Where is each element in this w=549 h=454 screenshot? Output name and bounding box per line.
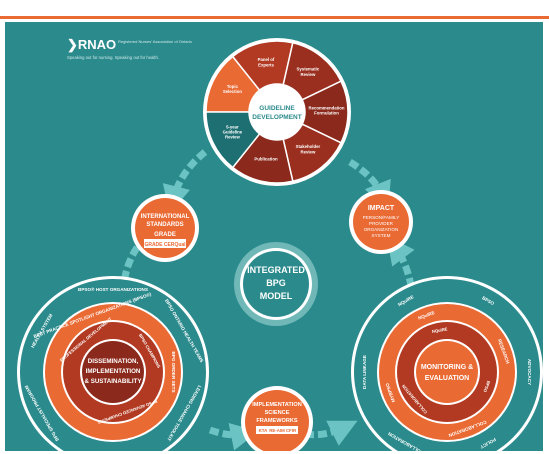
monitoring-inner-label: NQuIRE <box>431 326 448 334</box>
monitoring-outer-label: BPSO <box>481 295 495 306</box>
international-standards-node: INTERNATIONAL STANDARDS GRADE GRADE CERQ… <box>131 194 199 262</box>
monitoring-middle-label: MYBPSO <box>384 382 396 403</box>
implementation-line2: SCIENCE <box>265 410 290 416</box>
guideline-segment <box>231 132 294 184</box>
guideline-segment <box>231 40 294 92</box>
standards-grade-badge <box>144 239 186 248</box>
logo-tagline: Speaking out for nursing. Speaking out f… <box>67 55 159 60</box>
top-bar <box>0 0 549 20</box>
standards-fill <box>135 198 195 258</box>
monitoring-middle-label: NQuIRE <box>417 310 435 321</box>
impact-title: IMPACT <box>368 205 395 212</box>
impact-line-1: PERSON/FAMILY <box>363 215 400 220</box>
implementation-tag3: CFIR <box>286 428 297 433</box>
monitoring-core <box>416 341 478 403</box>
arrow-dissemination-to-implementation <box>208 423 259 451</box>
orange-divider <box>0 16 549 19</box>
impact-fill <box>353 194 409 250</box>
dissemination-core-line1: DISSEMINATION, <box>88 358 139 365</box>
guideline-title-line1: GUIDELINE <box>259 105 295 112</box>
guideline-segment <box>301 80 349 144</box>
monitoring-outer-label: ADVOCACY <box>527 359 532 385</box>
bpg-model-diagram: ❯RNAO Registered Nurses' Association of … <box>17 37 543 451</box>
standards-line1: INTERNATIONAL <box>141 214 190 220</box>
logo-name: Registered Nurses' Association of Ontari… <box>118 39 193 44</box>
implementation-line1: IMPLEMENTATION <box>252 402 302 408</box>
center-line1: INTEGRATED <box>247 265 305 275</box>
guideline-segment <box>282 123 342 183</box>
integrated-bpg-center: INTEGRATED BPG MODEL <box>234 242 318 326</box>
monitoring-wheel: MONITORING & EVALUATION NQuIRE BPSO ADVOCA… <box>351 276 543 451</box>
dissemination-core-line2: IMPLEMENTATION <box>86 368 141 375</box>
logo-mark: ❯RNAO <box>67 37 116 53</box>
dissemination-core-line3: & SUSTAINABILITY <box>85 378 143 385</box>
center-line3: MODEL <box>260 291 293 301</box>
monitoring-core-line1: MONITORING & <box>421 364 473 371</box>
impact-line-3: ORGANIZATION <box>364 227 399 232</box>
center-fill <box>243 251 309 317</box>
impact-line-4: SYSTEM <box>372 233 391 238</box>
implementation-fill <box>245 390 309 451</box>
standards-line2: STANDARDS <box>146 222 183 228</box>
dissemination-wheel: DISSEMINATION, IMPLEMENTATION & SUSTAINA… <box>17 276 209 451</box>
center-line2: BPG <box>266 278 286 288</box>
guideline-hub <box>250 85 304 139</box>
implementation-science-node: IMPLEMENTATION SCIENCE FRAMEWORKS KTA RE… <box>241 386 313 451</box>
standards-line4: GRADE CERQual <box>144 242 186 248</box>
dissemination-core <box>82 341 144 403</box>
dissemination-outer-label: BPSO® HOST ORGANIZATIONS <box>78 286 148 292</box>
guideline-segment <box>205 55 261 113</box>
guideline-segment-label: Publication <box>254 156 278 161</box>
monitoring-core-line2: EVALUATION <box>425 375 469 382</box>
bpg-model-infographic: ❯RNAO Registered Nurses' Association of … <box>5 22 543 451</box>
impact-node: IMPACT PERSON/FAMILY PROVIDER ORGANIZATI… <box>349 190 413 254</box>
guideline-title-line2: DEVELOPMENT <box>252 114 302 121</box>
standards-line3: GRADE <box>154 232 176 238</box>
rnao-logo: ❯RNAO Registered Nurses' Association of … <box>67 37 193 60</box>
monitoring-inner-label: BPSO <box>482 380 491 394</box>
dissemination-middle-label: BPG ORDER SETS <box>171 351 176 392</box>
guideline-segment <box>282 41 342 101</box>
guideline-segment <box>205 111 261 169</box>
implementation-tag2: RE-AIM <box>269 428 285 433</box>
implementation-tag1: KTA <box>259 428 269 433</box>
implementation-line3: FRAMEWORKS <box>256 418 298 424</box>
arrow-guideline-to-standards <box>162 149 208 214</box>
monitoring-outer-label: DATA LINKAGE <box>362 355 367 389</box>
impact-line-2: PROVIDER <box>369 221 394 226</box>
implementation-tag-strip <box>256 426 298 434</box>
